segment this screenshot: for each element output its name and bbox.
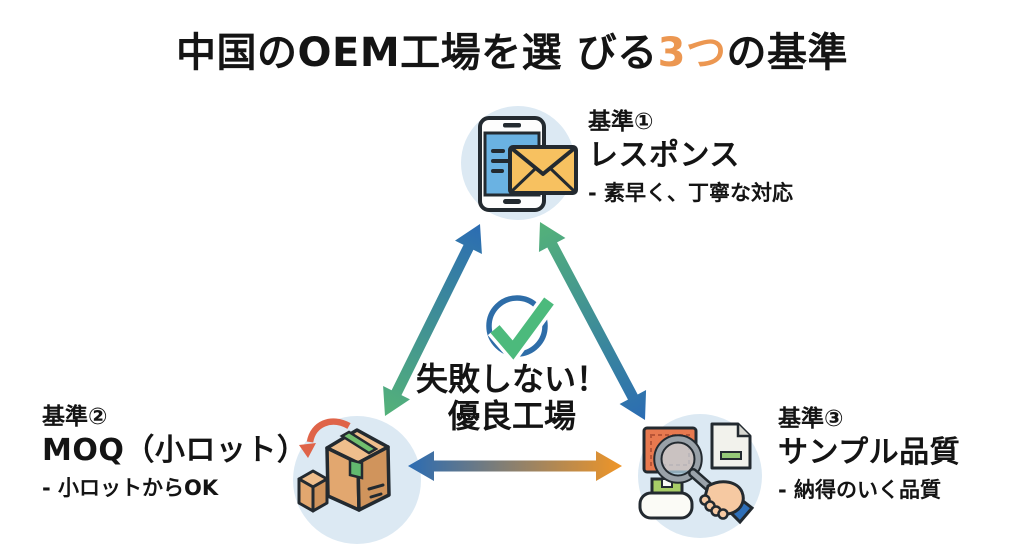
criterion-desc: - 小ロットからOK: [42, 475, 219, 500]
arrow-response-moq: [383, 224, 482, 416]
center-caption-line2: 優良工場: [447, 397, 577, 436]
shipping-boxes-icon: [297, 418, 391, 513]
criterion-moq-label: 基準② MOQ（小ロット） - 小ロットからOK: [42, 404, 307, 500]
criterion-desc: - 納得のいく品質: [778, 477, 942, 502]
criterion-sample-label: 基準③ サンプル品質 - 納得のいく品質: [778, 406, 960, 502]
sample-inspection-icon: [638, 422, 755, 525]
criterion-badge: 基準③: [778, 406, 844, 432]
title-highlight: 3つ: [657, 30, 727, 76]
criterion-title: レスポンス: [588, 138, 740, 174]
center-caption: 失敗しない！ 優良工場: [415, 360, 609, 436]
diagram-title: 中国のOEM工場を選 びる3つの基準: [0, 20, 1024, 78]
center-caption-line1: 失敗しない！: [415, 360, 609, 398]
arrow-moq-sample: [408, 451, 622, 481]
envelope-icon: [508, 145, 578, 195]
package-icon: [638, 477, 694, 520]
document-icon: [710, 422, 752, 470]
check-circle-icon: [486, 295, 557, 366]
criterion-title: MOQ（小ロット）: [42, 433, 308, 469]
reduce-arrow-icon: [299, 443, 316, 458]
criterion-title: サンプル品質: [778, 435, 961, 471]
title-prefix: 中国のOEM工場を選 びる: [176, 30, 658, 76]
criterion-desc: - 素早く、丁寧な対応: [588, 180, 794, 205]
criterion-badge: 基準①: [588, 109, 654, 135]
criterion-response-label: 基準① レスポンス - 素早く、丁寧な対応: [588, 109, 793, 205]
title-suffix: の基準: [726, 30, 848, 76]
smartphone-mail-icon: [478, 116, 578, 212]
hand-icon: [699, 480, 755, 525]
arrow-response-sample: [538, 222, 647, 420]
criterion-badge: 基準②: [42, 404, 108, 430]
